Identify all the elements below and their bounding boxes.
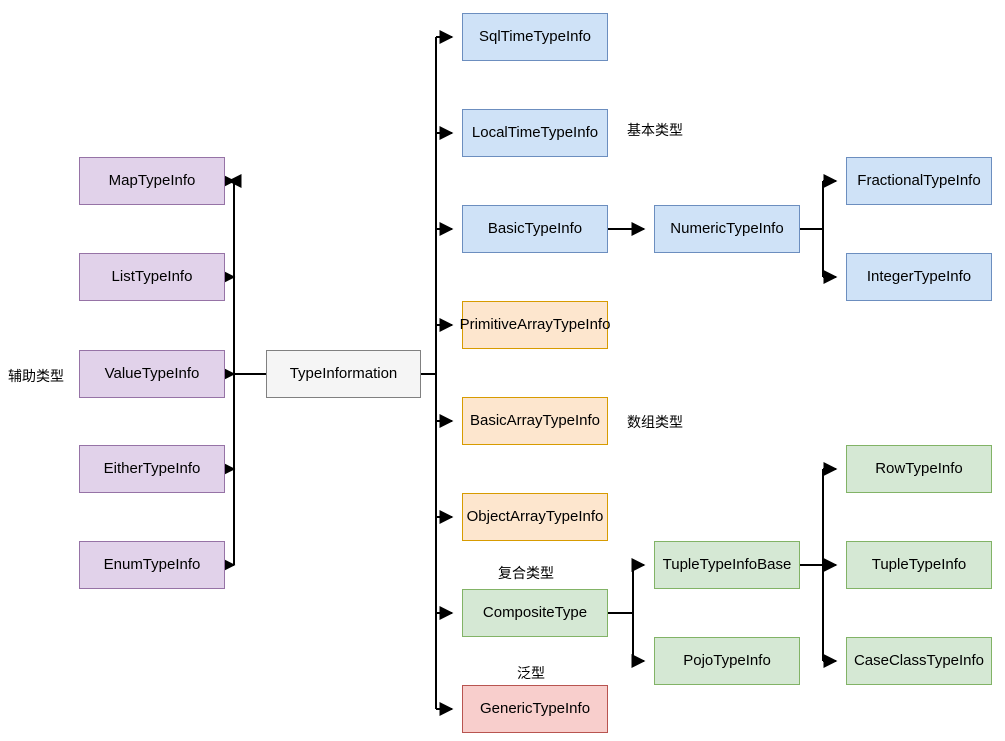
group-label-basic: 基本类型 [627,122,683,138]
node-pojo-type-info[interactable]: PojoTypeInfo [654,637,800,685]
node-list-type-info[interactable]: ListTypeInfo [79,253,225,301]
node-composite-type[interactable]: CompositeType [462,589,608,637]
node-local-time-type-info[interactable]: LocalTimeTypeInfo [462,109,608,157]
group-label-aux: 辅助类型 [8,368,64,384]
edge-group-root-to-center [421,30,454,716]
node-basic-type-info[interactable]: BasicTypeInfo [462,205,608,253]
node-case-class-type-info[interactable]: CaseClassTypeInfo [846,637,992,685]
node-value-type-info[interactable]: ValueTypeInfo [79,350,225,398]
node-numeric-type-info[interactable]: NumericTypeInfo [654,205,800,253]
node-object-array-type-info[interactable]: ObjectArrayTypeInfo [462,493,608,541]
node-tuple-type-info[interactable]: TupleTypeInfo [846,541,992,589]
edge-group-tuple-base-children [800,462,838,668]
edge-group-composite-children [608,558,646,668]
edge-group-numeric-children [800,174,838,284]
node-fractional-type-info[interactable]: FractionalTypeInfo [846,157,992,205]
node-tuple-type-info-base[interactable]: TupleTypeInfoBase [654,541,800,589]
node-sql-time-type-info[interactable]: SqlTimeTypeInfo [462,13,608,61]
node-integer-type-info[interactable]: IntegerTypeInfo [846,253,992,301]
node-row-type-info[interactable]: RowTypeInfo [846,445,992,493]
node-primitive-array-type-info[interactable]: PrimitiveArrayTypeInfo [460,301,610,349]
node-basic-array-type-info[interactable]: BasicArrayTypeInfo [462,397,608,445]
node-generic-type-info[interactable]: GenericTypeInfo [462,685,608,733]
node-enum-type-info[interactable]: EnumTypeInfo [79,541,225,589]
node-map-type-info[interactable]: MapTypeInfo [79,157,225,205]
edge-group-root-to-aux [221,174,266,572]
node-either-type-info[interactable]: EitherTypeInfo [79,445,225,493]
group-label-generic: 泛型 [517,665,545,681]
group-label-array: 数组类型 [627,414,683,430]
node-type-information[interactable]: TypeInformation [266,350,421,398]
group-label-composite: 复合类型 [498,565,554,581]
